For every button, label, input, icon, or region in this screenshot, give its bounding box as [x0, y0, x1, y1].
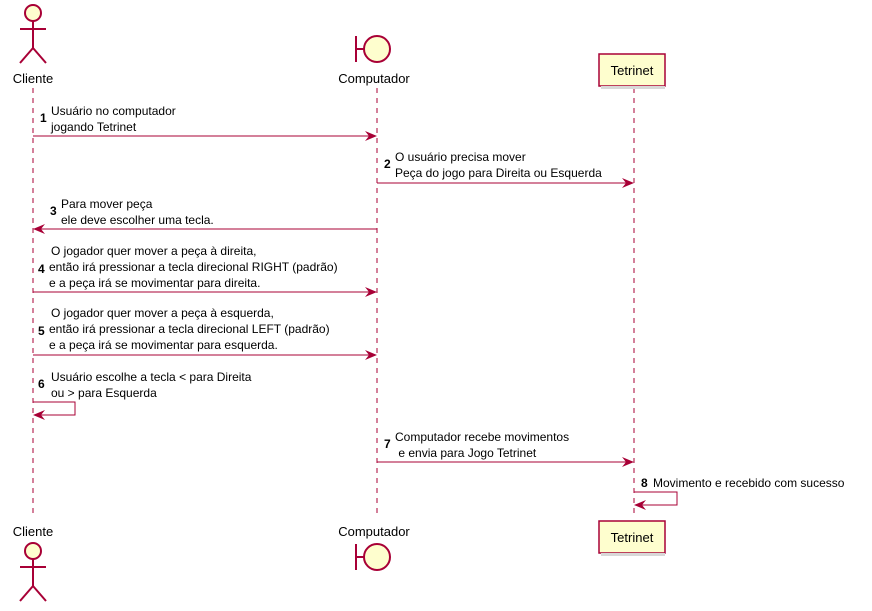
- message-8: 8 Movimento e recebido com sucesso: [634, 476, 845, 510]
- boundary-icon: [355, 35, 391, 63]
- participant-name-tetrinet: Tetrinet: [611, 530, 654, 545]
- boundary-computador-top: Computador: [338, 35, 410, 86]
- actor-figure-icon: [19, 4, 47, 64]
- message-arrow: [33, 401, 76, 416]
- message-number: 2: [384, 157, 391, 171]
- message-label-line: Movimento e recebido com sucesso: [653, 476, 845, 490]
- message-label-line: e a peça irá se movimentar para esquerda…: [49, 338, 278, 352]
- message-1: 1 Usuário no computador jogando Tetrinet: [33, 104, 377, 141]
- actor-cliente-top: Cliente: [13, 4, 53, 86]
- boundary-icon: [355, 543, 391, 571]
- message-label-line: O usuário precisa mover: [395, 150, 526, 164]
- message-7: 7 Computador recebe movimentos e envia p…: [377, 430, 634, 467]
- message-label-line: Usuário escolhe a tecla < para Direita: [51, 370, 252, 384]
- message-label-line: O jogador quer mover a peça à direita,: [51, 244, 256, 258]
- message-label-line: Usuário no computador: [51, 104, 176, 118]
- actor-figure-icon: [19, 542, 47, 602]
- arrow-head: [634, 500, 646, 510]
- message-number: 5: [38, 324, 45, 338]
- message-3: 3 Para mover peça ele deve escolher uma …: [33, 197, 377, 234]
- participant-name-cliente: Cliente: [13, 71, 53, 86]
- message-label-line: O jogador quer mover a peça à esquerda,: [51, 306, 274, 320]
- participant-name-computador: Computador: [338, 524, 410, 539]
- message-label-line: Computador recebe movimentos: [395, 430, 569, 444]
- message-5: 5 O jogador quer mover a peça à esquerda…: [33, 306, 377, 360]
- participant-tetrinet-top: Tetrinet: [598, 53, 666, 89]
- message-label-line: ele deve escolher uma tecla.: [61, 213, 214, 227]
- message-label-line: ou > para Esquerda: [51, 386, 157, 400]
- participant-name-computador: Computador: [338, 71, 410, 86]
- boundary-computador-bottom: Computador: [338, 524, 410, 571]
- message-arrow: [634, 491, 678, 506]
- arrow-head: [365, 287, 377, 297]
- arrow-head: [622, 457, 634, 467]
- message-number: 4: [38, 262, 45, 276]
- message-label-line: e envia para Jogo Tetrinet: [395, 446, 537, 460]
- message-number: 3: [50, 204, 57, 218]
- arrow-head: [365, 131, 377, 141]
- arrow-head: [33, 224, 45, 234]
- message-number: 6: [38, 377, 45, 391]
- message-label-line: então irá pressionar a tecla direcional …: [49, 322, 330, 336]
- arrow-head: [33, 410, 45, 420]
- message-label-line: Para mover peça: [61, 197, 153, 211]
- message-number: 7: [384, 437, 391, 451]
- participant-name-tetrinet: Tetrinet: [611, 63, 654, 78]
- message-label-line: então irá pressionar a tecla direcional …: [49, 260, 338, 274]
- participant-tetrinet-bottom: Tetrinet: [598, 520, 666, 556]
- message-label-line: e a peça irá se movimentar para direita.: [49, 276, 260, 290]
- message-2: 2 O usuário precisa mover Peça do jogo p…: [377, 150, 634, 188]
- arrow-head: [622, 178, 634, 188]
- message-6: 6 Usuário escolhe a tecla < para Direita…: [33, 370, 252, 420]
- message-label-line: Peça do jogo para Direita ou Esquerda: [395, 166, 602, 180]
- message-number: 1: [40, 111, 47, 125]
- message-4: 4 O jogador quer mover a peça à direita,…: [33, 244, 377, 297]
- arrow-head: [365, 350, 377, 360]
- message-number: 8: [641, 476, 648, 490]
- participant-name-cliente: Cliente: [13, 524, 53, 539]
- message-label-line: jogando Tetrinet: [50, 120, 137, 134]
- actor-cliente-bottom: Cliente: [13, 524, 53, 602]
